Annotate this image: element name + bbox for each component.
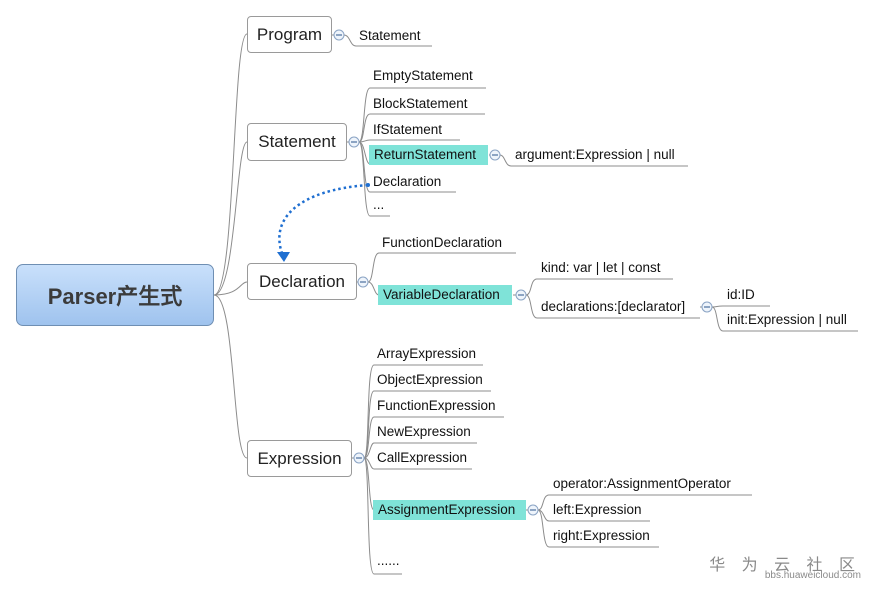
declarator-init[interactable]: init:Expression | null [727, 312, 847, 327]
return-argument[interactable]: argument:Expression | null [515, 147, 675, 162]
expression-label: Expression [257, 448, 342, 468]
program-label: Program [256, 24, 323, 44]
assignment-operator[interactable]: operator:AssignmentOperator [553, 476, 731, 491]
expression-child-object[interactable]: ObjectExpression [377, 372, 483, 387]
statement-child-if[interactable]: IfStatement [373, 122, 443, 137]
program-child-statement[interactable]: Statement [359, 28, 421, 43]
assignment-right[interactable]: right:Expression [553, 528, 650, 543]
variable-declarations[interactable]: declarations:[declarator] [541, 299, 686, 314]
expression-child-call[interactable]: CallExpression [377, 450, 468, 465]
statement-child-ellipsis[interactable]: ... [373, 197, 385, 212]
statement-child-declaration[interactable]: Declaration [373, 174, 442, 189]
statement-child-block[interactable]: BlockStatement [373, 96, 468, 111]
variable-kind[interactable]: kind: var | let | const [541, 260, 661, 275]
declarator-id[interactable]: id:ID [727, 287, 755, 302]
declaration-label: Declaration [259, 271, 345, 291]
statement-node[interactable]: Statement [247, 123, 347, 161]
statement-label: Statement [258, 132, 336, 151]
expression-child-function[interactable]: FunctionExpression [377, 398, 496, 413]
statement-child-return[interactable]: ReturnStatement [369, 145, 488, 165]
declaration-child-function[interactable]: FunctionDeclaration [382, 235, 503, 250]
watermark-title: 华 为 云 社 区 [709, 557, 861, 574]
root-node[interactable]: Parser产生式 [16, 264, 214, 326]
declaration-child-variable[interactable]: VariableDeclaration [378, 285, 512, 305]
declaration-node[interactable]: Declaration [247, 263, 357, 300]
root-label: Parser产生式 [47, 284, 183, 309]
expression-child-array[interactable]: ArrayExpression [377, 346, 477, 361]
expression-child-assignment[interactable]: AssignmentExpression [373, 500, 526, 520]
expression-node[interactable]: Expression [247, 440, 352, 477]
watermark-url: bbs.huaweicloud.com [764, 570, 861, 581]
statement-child-empty[interactable]: EmptyStatement [373, 68, 473, 83]
assignment-left[interactable]: left:Expression [553, 502, 642, 517]
expression-child-new[interactable]: NewExpression [377, 424, 471, 439]
program-node[interactable]: Program [247, 16, 332, 53]
expression-child-ellipsis[interactable]: ...... [377, 553, 400, 568]
